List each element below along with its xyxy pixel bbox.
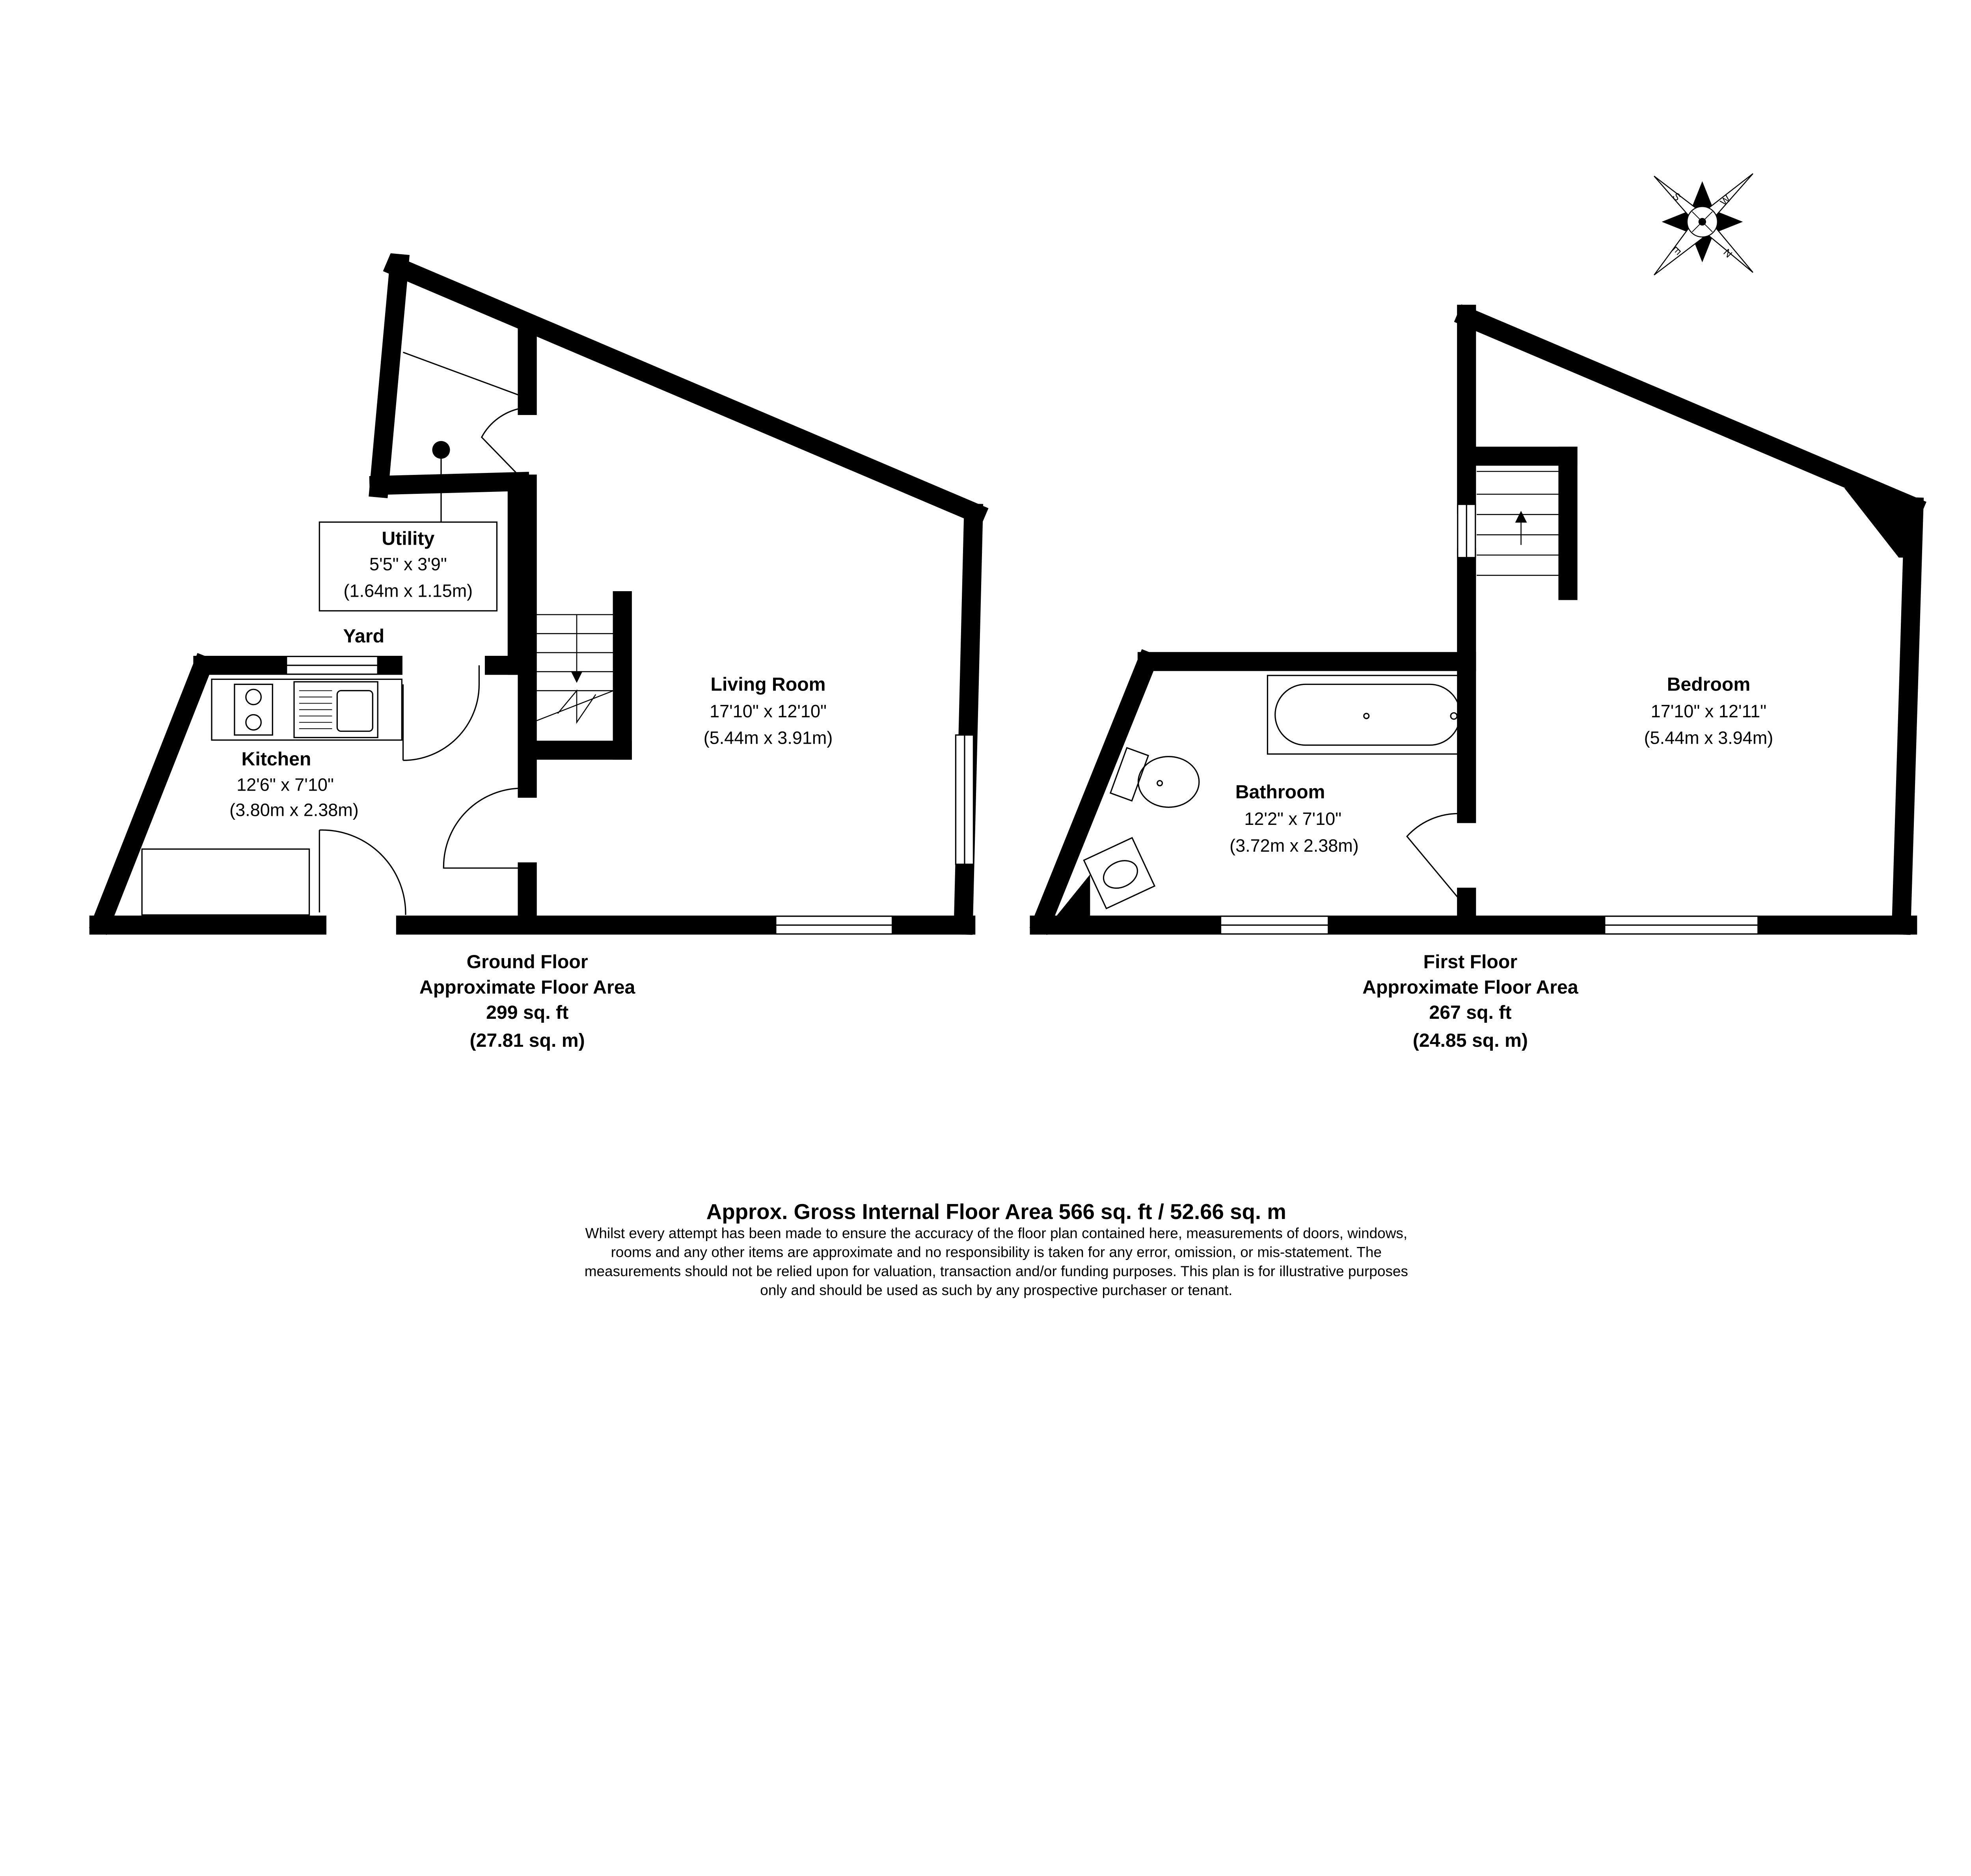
utility-name: Utility [382, 528, 434, 549]
compass-rose-icon: S W E N [1654, 173, 1753, 275]
first-floor-title: First Floor [1423, 951, 1518, 973]
drainer-icon [299, 690, 332, 729]
utility-label-box [319, 521, 498, 612]
basin-icon [1083, 837, 1156, 910]
kitchen-name: Kitchen [242, 748, 311, 770]
bathroom-metric: (3.72m x 2.38m) [1230, 836, 1359, 856]
first-floor-plan: Bathroom 12'2" x 7'10" (3.72m x 2.38m) B… [1029, 304, 1926, 1051]
living-room-name: Living Room [711, 674, 826, 695]
bathtub-icon [1267, 675, 1465, 755]
toilet-icon [1109, 747, 1200, 808]
hob-icon [234, 683, 273, 736]
bedroom-metric: (5.44m x 3.94m) [1644, 728, 1774, 748]
utility-imperial: 5'5" x 3'9" [369, 554, 447, 574]
first-floor-stairs [1476, 471, 1559, 576]
kitchen-front-door[interactable] [319, 829, 406, 915]
first-floor-area-sqft: 267 sq. ft [1429, 1002, 1511, 1023]
bathroom-corner-fill [1042, 874, 1090, 934]
kitchen-utility-door[interactable] [402, 665, 480, 761]
utility-metric: (1.64m x 1.15m) [344, 581, 473, 601]
ground-stairs [532, 614, 614, 724]
ground-floor-plan: Utility 5'5" x 3'9" (1.64m x 1.15m) Yard… [89, 253, 989, 1051]
first-floor-walls [1029, 304, 1926, 935]
boiler-icon [432, 441, 450, 459]
bathroom-name: Bathroom [1235, 782, 1325, 803]
disclaimer-line-3: measurements should not be relied upon f… [585, 1263, 1408, 1279]
disclaimer-line-1: Whilst every attempt has been made to en… [585, 1225, 1407, 1241]
bathroom-imperial: 12'2" x 7'10" [1244, 809, 1341, 829]
bedroom-imperial: 17'10" x 12'11" [1651, 701, 1767, 721]
sink-icon [293, 681, 378, 738]
kitchen-unit [141, 848, 310, 916]
ground-floor-walls [89, 253, 989, 935]
ground-floor-area-sqft: 299 sq. ft [486, 1002, 568, 1023]
ground-floor-title: Ground Floor [467, 951, 588, 973]
utility-door[interactable] [481, 407, 523, 480]
gross-area-title: Approx. Gross Internal Floor Area 566 sq… [706, 1200, 1286, 1224]
living-room-metric: (5.44m x 3.91m) [704, 728, 833, 748]
footer: Approx. Gross Internal Floor Area 566 sq… [585, 1200, 1408, 1298]
ground-floor-area-sqm: (27.81 sq. m) [470, 1030, 585, 1051]
bedroom-name: Bedroom [1667, 674, 1751, 695]
kitchen-metric: (3.80m x 2.38m) [229, 800, 359, 820]
yard-label: Yard [343, 625, 385, 647]
kitchen-living-door[interactable] [443, 787, 522, 869]
kitchen-counter [211, 678, 402, 741]
floor-plan: Utility 5'5" x 3'9" (1.64m x 1.15m) Yard… [89, 173, 1926, 1298]
disclaimer-line-4: only and should be used as such by any p… [760, 1282, 1232, 1298]
first-floor-area-sqm: (24.85 sq. m) [1413, 1030, 1528, 1051]
ground-floor-area-label: Approximate Floor Area [419, 977, 636, 998]
bathroom-door[interactable] [1406, 813, 1458, 898]
kitchen-imperial: 12'6" x 7'10" [237, 774, 334, 795]
living-room-imperial: 17'10" x 12'10" [710, 701, 827, 721]
disclaimer-line-2: rooms and any other items are approximat… [611, 1244, 1382, 1260]
first-floor-area-label: Approximate Floor Area [1362, 977, 1579, 998]
